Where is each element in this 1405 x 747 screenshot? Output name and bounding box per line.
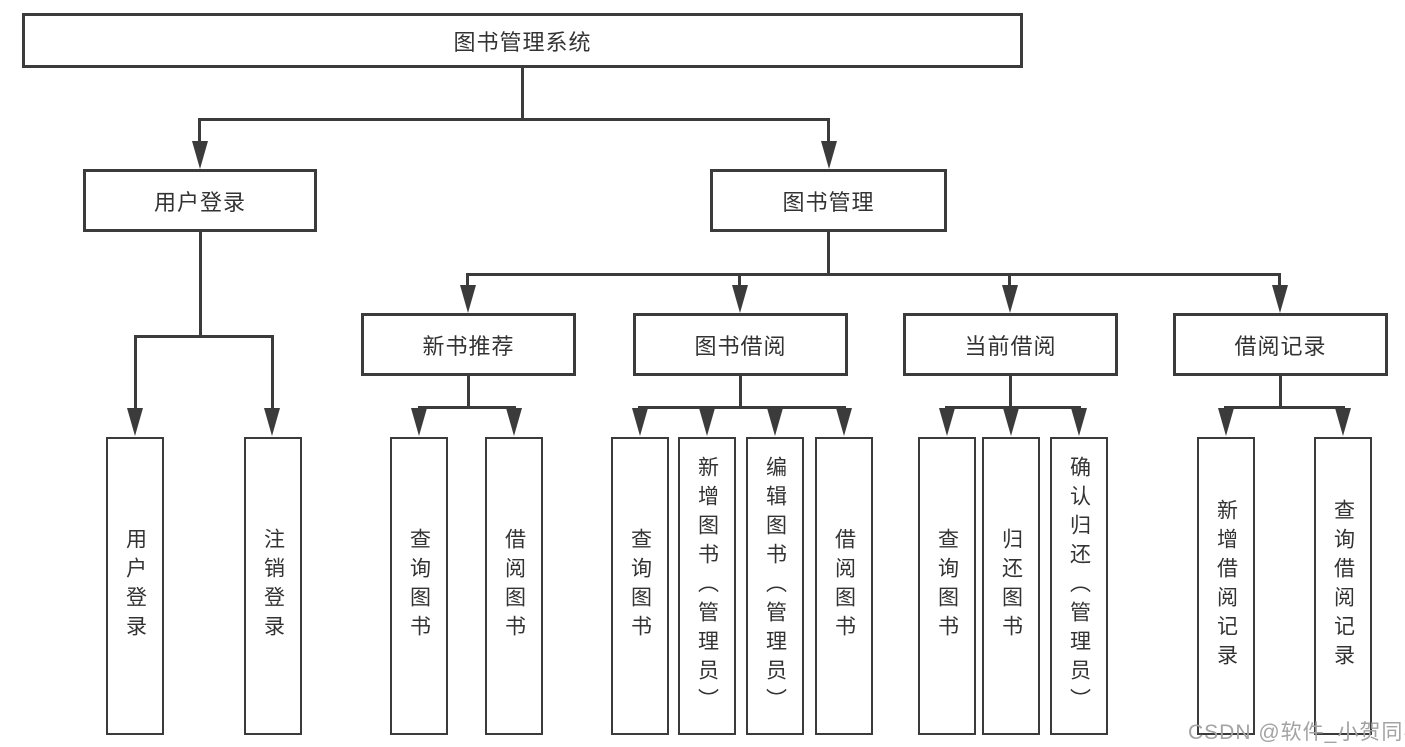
arrowhead-icon [1272,285,1288,313]
arrowhead-icon [1218,408,1234,436]
leaf-recommend-borrow-book: 借阅图书 [485,437,543,735]
arrowhead-icon [1335,408,1351,436]
leaf-add-book-admin: 新增图书（管理员） [678,437,736,735]
leaf-add-borrow-record-label: 新增借阅记录 [1214,499,1238,673]
arrowhead-icon [506,408,522,436]
leaf-confirm-return-admin-label: 确认归还（管理员） [1067,455,1091,717]
connector-level3-drop [466,273,469,286]
connector-user-bar [134,335,274,338]
arrowhead-icon [632,408,648,436]
node-user-login-branch: 用户登录 [83,169,317,232]
arrowhead-icon [699,408,715,436]
connector-level2-bar [198,118,830,121]
leaf-return-book: 归还图书 [982,437,1040,735]
arrowhead-icon [821,141,837,169]
node-borrow-record: 借阅记录 [1173,313,1388,376]
connector-root-stem [521,68,524,118]
leaf-current-query-book: 查询图书 [918,437,976,735]
leaf-recommend-borrow-book-label: 借阅图书 [502,528,526,644]
leaf-return-book-label: 归还图书 [999,528,1023,644]
connector-user-drop-right [271,335,274,409]
leaf-borrow-query-book: 查询图书 [611,437,669,735]
node-book-borrow-label: 图书借阅 [694,333,787,359]
leaf-recommend-query-book: 查询图书 [390,437,448,735]
node-book-management-branch-label: 图书管理 [782,189,875,215]
connector-level2-drop-left [198,118,201,143]
connector-group2-bar [638,406,846,409]
arrowhead-icon [411,408,427,436]
arrowhead-icon [939,408,955,436]
arrowhead-icon [836,408,852,436]
arrowhead-icon [1071,408,1087,436]
connector-group1-stem [467,376,470,406]
connector-group4-bar [1224,406,1345,409]
leaf-user-login-label: 用户登录 [123,528,147,644]
leaf-logout-label: 注销登录 [261,528,285,644]
leaf-borrow-query-book-label: 查询图书 [628,528,652,644]
leaf-current-query-book-label: 查询图书 [935,528,959,644]
leaf-add-borrow-record: 新增借阅记录 [1197,437,1255,735]
connector-level3-bar [467,273,1281,276]
leaf-borrow-book: 借阅图书 [815,437,873,735]
connector-level2-drop-right [827,118,830,143]
node-user-login-branch-label: 用户登录 [153,189,246,215]
leaf-borrow-book-label: 借阅图书 [832,528,856,644]
connector-group1-bar [418,406,516,409]
connector-group2-stem [739,376,742,406]
arrowhead-icon [732,285,748,313]
leaf-user-login: 用户登录 [106,437,164,735]
leaf-query-borrow-record-label: 查询借阅记录 [1331,499,1355,673]
connector-group4-stem [1279,376,1282,406]
leaf-logout: 注销登录 [244,437,302,735]
connector-level3-drop [1278,273,1281,286]
arrowhead-icon [192,141,208,169]
node-current-borrow: 当前借阅 [903,313,1118,376]
arrowhead-icon [1002,285,1018,313]
arrowhead-icon [460,285,476,313]
node-book-management-branch: 图书管理 [710,169,947,232]
node-root-system: 图书管理系统 [22,13,1023,68]
leaf-recommend-query-book-label: 查询图书 [407,528,431,644]
node-new-book-recommend-label: 新书推荐 [422,333,515,359]
connector-level3-drop [1008,273,1011,286]
connector-book-stem [827,232,830,273]
arrowhead-icon [264,408,280,436]
connector-group3-bar [945,406,1081,409]
arrowhead-icon [127,408,143,436]
arrowhead-icon [767,408,783,436]
node-book-borrow: 图书借阅 [633,313,848,376]
node-current-borrow-label: 当前借阅 [964,333,1057,359]
connector-user-stem [199,232,202,335]
arrowhead-icon [1003,408,1019,436]
node-borrow-record-label: 借阅记录 [1234,333,1327,359]
leaf-confirm-return-admin: 确认归还（管理员） [1050,437,1108,735]
leaf-edit-book-admin: 编辑图书（管理员） [746,437,804,735]
connector-user-drop-left [134,335,137,409]
connector-level3-drop [738,273,741,286]
leaf-add-book-admin-label: 新增图书（管理员） [695,455,719,717]
node-root-system-label: 图书管理系统 [453,29,592,55]
connector-group3-stem [1009,376,1012,406]
leaf-query-borrow-record: 查询借阅记录 [1314,437,1372,735]
node-new-book-recommend: 新书推荐 [361,313,576,376]
leaf-edit-book-admin-label: 编辑图书（管理员） [763,455,787,717]
watermark: CSDN @软件_小贺同学 [1188,721,1405,744]
